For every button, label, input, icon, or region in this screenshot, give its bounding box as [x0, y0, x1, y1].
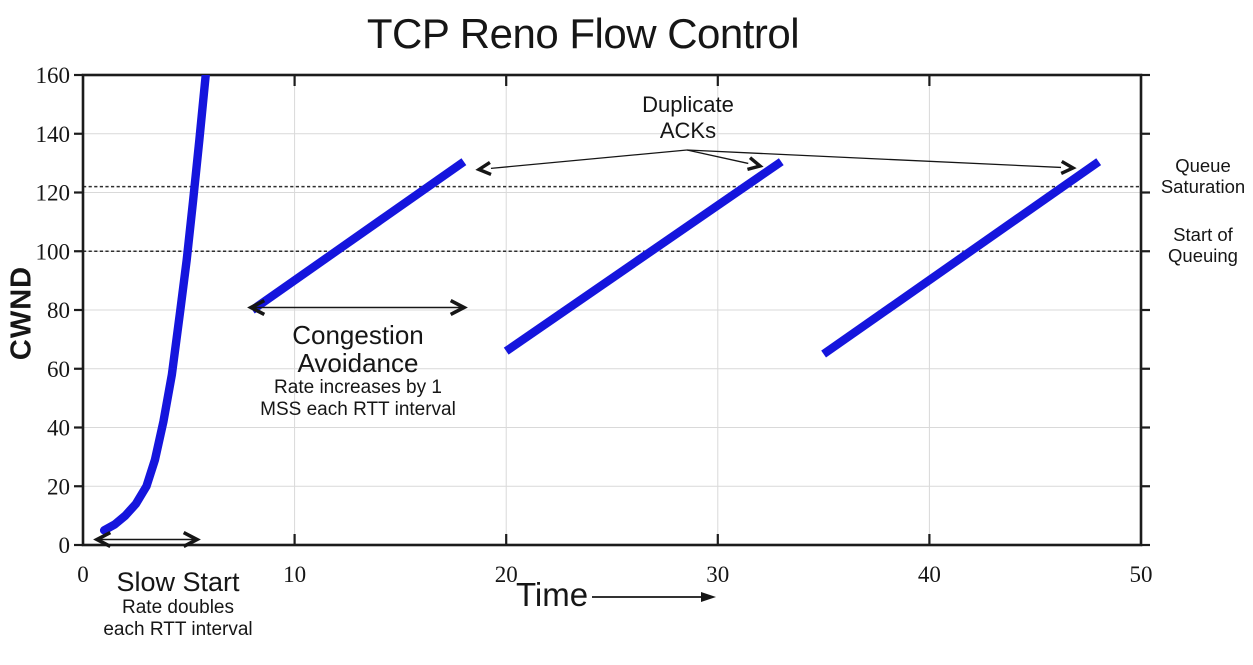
- congestion-avoidance-desc-line2: MSS each RTT interval: [260, 399, 456, 420]
- start-of-queuing-line2: Queuing: [1168, 245, 1238, 266]
- y-tick-label: 100: [36, 239, 71, 264]
- x-tick-label: 50: [1130, 562, 1153, 587]
- congestion-avoidance-desc-line1: Rate increases by 1: [274, 377, 442, 398]
- cwnd-series: [99, 75, 1102, 535]
- slow-start-annotation: Slow Start Rate doubles each RTT interva…: [103, 568, 252, 641]
- y-tick-label: 20: [47, 474, 70, 499]
- x-tick-label: 40: [918, 562, 941, 587]
- slow-start-desc-line2: each RTT interval: [103, 619, 253, 640]
- y-tick-label: 80: [47, 298, 70, 323]
- start-of-queuing-line1: Start of: [1173, 224, 1233, 245]
- y-tick-label: 40: [47, 416, 70, 441]
- queue-saturation-line1: Queue: [1175, 155, 1231, 176]
- start-of-queuing-label: Start of Queuing: [1168, 224, 1238, 266]
- series-congestion-avoidance-3: [821, 158, 1102, 358]
- slow-start-title: Slow Start: [116, 567, 240, 597]
- y-axis-label: CWND: [5, 265, 38, 361]
- series-congestion-avoidance-1: [249, 158, 467, 314]
- series-slow-start: [99, 75, 210, 535]
- x-tick-label: 20: [495, 562, 518, 587]
- chart-title: TCP Reno Flow Control: [366, 10, 800, 57]
- gridlines: [83, 75, 1141, 545]
- duplicate-acks-line2: ACKs: [659, 118, 717, 143]
- congestion-avoidance-title-line2: Avoidance: [297, 348, 419, 378]
- y-tick-label: 140: [36, 122, 71, 147]
- axis-ticks: [74, 73, 1150, 547]
- congestion-avoidance-span-arrow: [247, 298, 468, 317]
- queue-saturation-line2: Saturation: [1160, 176, 1246, 197]
- duplicate-acks-line1: Duplicate: [642, 92, 734, 117]
- x-tick-label: 10: [283, 562, 306, 587]
- slow-start-span-arrow: [93, 530, 201, 549]
- congestion-avoidance-title-line1: Congestion: [292, 320, 424, 350]
- series-congestion-avoidance-2: [503, 158, 784, 355]
- y-tick-label: 0: [59, 533, 71, 558]
- queue-saturation-label: Queue Saturation: [1161, 155, 1245, 197]
- x-tick-label: 30: [706, 562, 729, 587]
- y-tick-label: 120: [36, 181, 71, 206]
- y-tick-label: 160: [36, 63, 71, 88]
- tick-labels: 0 20 40 60 80 100 120 140 160 0 10 20 30 40 50: [36, 63, 1153, 587]
- y-tick-label: 60: [47, 357, 70, 382]
- slow-start-desc-line1: Rate doubles: [122, 597, 234, 618]
- duplicate-acks-arrows: [475, 149, 1077, 176]
- duplicate-acks-annotation: Duplicate ACKs: [642, 92, 734, 144]
- x-axis-label: Time: [516, 576, 589, 613]
- congestion-avoidance-annotation: Congestion Avoidance Rate increases by 1…: [260, 321, 456, 421]
- x-tick-label: 0: [77, 562, 89, 587]
- time-axis-arrow: [592, 592, 716, 602]
